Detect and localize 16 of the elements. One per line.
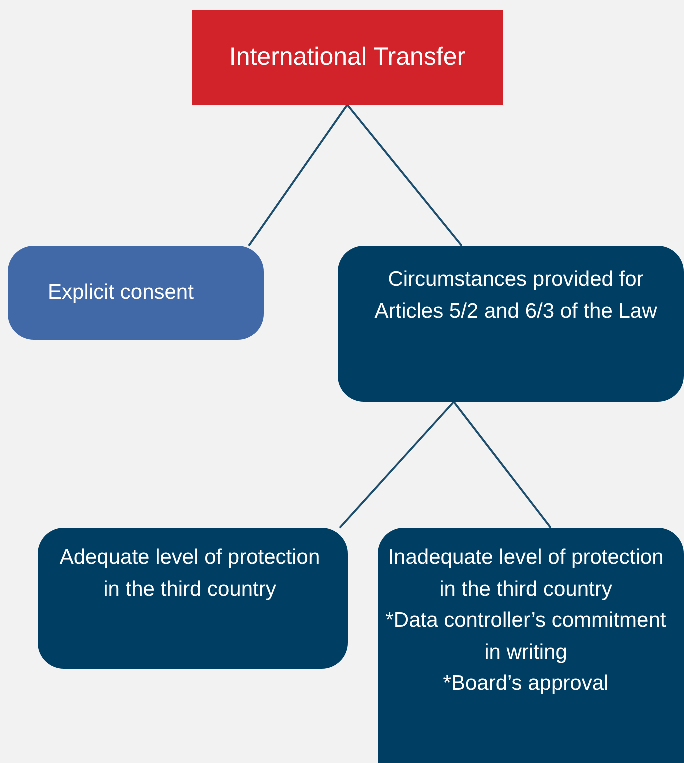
connector-line xyxy=(346,104,463,247)
connector-line xyxy=(248,104,348,247)
rounded-box xyxy=(378,528,684,763)
title-box xyxy=(192,10,503,105)
node-text: International Transfer xyxy=(228,42,467,73)
node-text: Explicit consent xyxy=(47,280,195,306)
node-text: Adequate level of protection in the third country xyxy=(58,545,322,602)
node-text: *Data controller’s commitment in writing xyxy=(384,608,668,666)
rounded-box xyxy=(8,246,264,340)
rounded-box xyxy=(38,528,348,669)
node-text: Circumstances provided for Articles 5/2 and 6/3 of the Law xyxy=(374,267,658,324)
connector-line xyxy=(339,401,455,529)
node-text: Inadequate level of protection in the third country xyxy=(387,545,665,602)
node-text: *Board’s approval xyxy=(442,671,610,697)
connector-line xyxy=(453,401,552,529)
rounded-box xyxy=(338,246,684,402)
